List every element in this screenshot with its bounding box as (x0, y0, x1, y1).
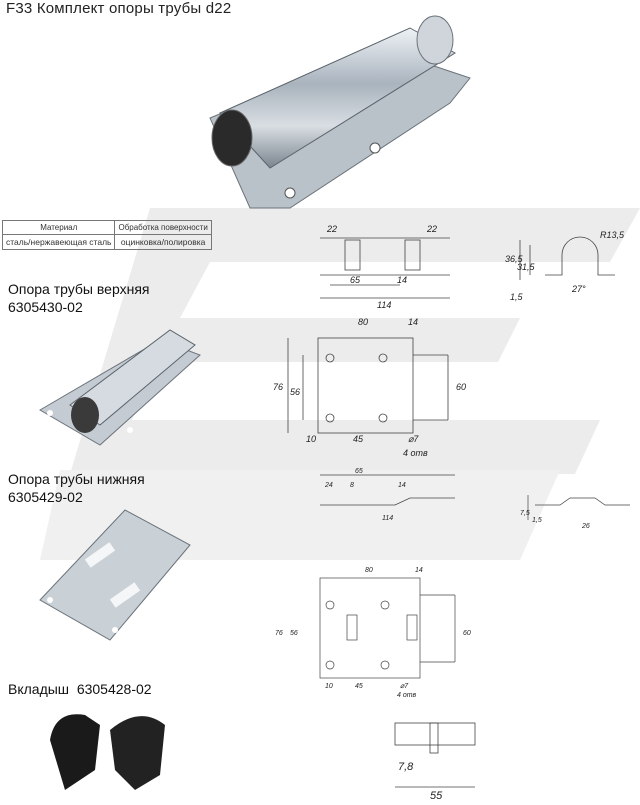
upper-support-photo (39, 329, 201, 446)
dim-b: 22 (426, 224, 437, 234)
dim-m1: 10 (306, 434, 316, 444)
dim-e: 114 (377, 300, 391, 310)
lower-end-drawing: 7,5 1,5 26 (520, 495, 630, 530)
material-header: Материал (1, 220, 116, 235)
dim-h1: 36,5 (505, 254, 524, 264)
dim-h3: 60 (463, 630, 471, 637)
page-title: F33 Комплект опоры трубы d22 (6, 0, 232, 17)
finish-value: оцинковка/полировка (114, 234, 212, 250)
dim-d: 14 (397, 275, 407, 285)
dim-x: 14 (415, 567, 423, 574)
upper-side-drawing: 22 22 65 14 114 (320, 224, 450, 310)
dim-t: 1,5 (510, 292, 524, 302)
dim-b: 55 (430, 790, 443, 800)
dim-w: 80 (365, 567, 373, 574)
upper-end-drawing: R13,5 36,5 31,5 1,5 27° (505, 230, 625, 302)
dim-r: R13,5 (600, 230, 625, 240)
dim-a: 7,8 (398, 761, 414, 773)
dim-d: 14 (398, 482, 406, 489)
part-insert-code: 6305428-02 (76, 681, 152, 697)
dim-x: 14 (408, 317, 418, 327)
insert-photo (50, 714, 165, 790)
part-insert-label: Вкладыш 6305428-02 (8, 681, 152, 697)
upper-plan-drawing: 80 14 76 56 60 10 45 ⌀7 4 отв (273, 317, 466, 458)
dim-h2: 56 (290, 630, 298, 637)
dim-hole: ⌀7 (400, 683, 409, 690)
part-lower-name: Опора трубы нижняя (8, 471, 145, 487)
dim-m1: 10 (325, 683, 333, 690)
dim-e: 114 (382, 515, 393, 522)
dim-h1: 76 (273, 382, 283, 392)
part-upper-name: Опора трубы верхняя (8, 281, 150, 297)
dim-c: 65 (350, 275, 361, 285)
dim-h1: 76 (275, 630, 283, 637)
dim-h2: 56 (290, 387, 300, 397)
dim-holes: 4 отв (403, 448, 428, 458)
dim-w: 80 (358, 317, 368, 327)
assembly-photo (209, 15, 471, 209)
part-lower-code: 6305429-02 (8, 489, 83, 505)
finish-header: Обработка поверхности (114, 220, 212, 235)
dim-h3: 60 (456, 382, 466, 392)
dim-w: 26 (581, 523, 590, 530)
part-upper-code: 6305430-02 (8, 299, 83, 315)
dim-m2: 45 (353, 434, 364, 444)
dim-h2: 1,5 (532, 517, 542, 524)
dim-a: 22 (326, 224, 337, 234)
dim-m2: 45 (355, 683, 363, 690)
lower-support-photo (39, 509, 191, 641)
dim-a: 24 (324, 482, 333, 489)
material-table: Материал Обработка поверхности сталь/нер… (1, 220, 212, 250)
dim-c: 65 (355, 468, 363, 475)
dim-ang: 27° (571, 284, 586, 294)
dim-b: 8 (350, 482, 354, 489)
material-value: сталь/нержавеющая сталь (1, 234, 116, 250)
insert-drawing: 7,8 55 (394, 722, 476, 800)
lower-plan-drawing: 80 14 76 56 60 10 45 ⌀7 4 отв (275, 567, 471, 699)
dim-holes: 4 отв (397, 692, 417, 699)
dim-h2: 31,5 (517, 262, 536, 272)
dim-h1: 7,5 (520, 510, 530, 517)
lower-side-drawing: 24 8 65 14 114 (320, 468, 455, 522)
part-insert-name: Вкладыш (8, 681, 70, 697)
dim-hole: ⌀7 (408, 434, 419, 444)
